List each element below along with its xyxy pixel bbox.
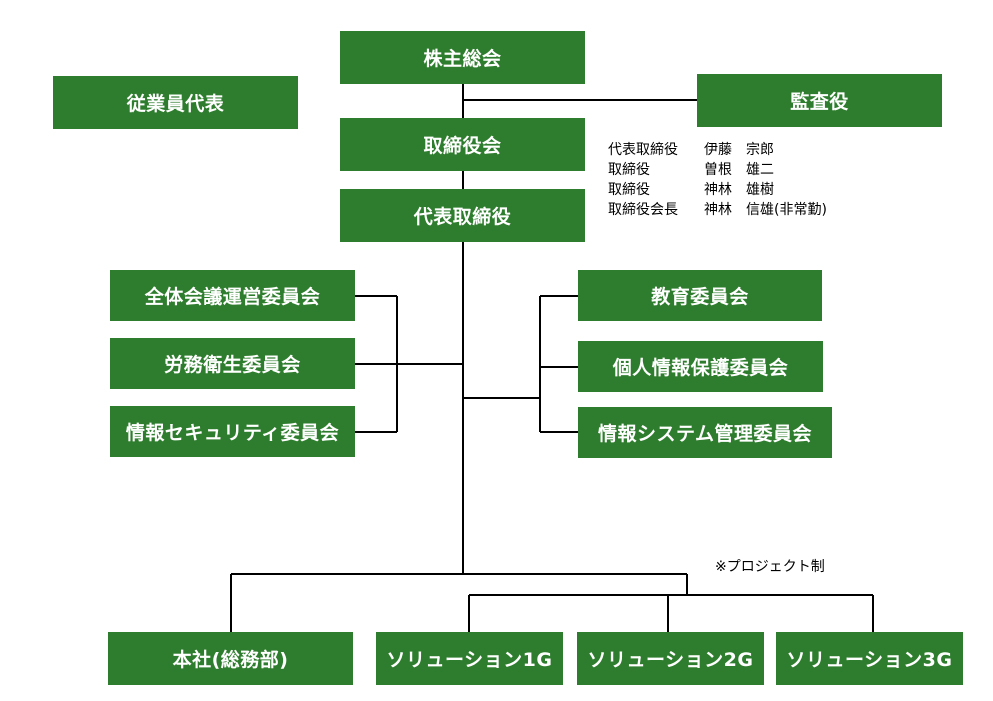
head-office-box: 本社(総務部) [108, 632, 353, 685]
infosec-committee-label: 情報セキュリティ委員会 [125, 422, 340, 444]
labor-health-committee-box: 労務衛生委員会 [110, 338, 355, 389]
board-of-directors-box: 取締役会 [340, 118, 585, 171]
solution-3g-label: ソリューション3G [786, 649, 953, 671]
director-title: 取締役 [608, 162, 650, 178]
representative-director-label: 代表取締役 [413, 206, 512, 228]
solution-2g-label: ソリューション2G [587, 649, 754, 671]
director-name: 曽根 雄二 [704, 162, 774, 178]
infosec-committee-box: 情報セキュリティ委員会 [110, 406, 355, 457]
director-name: 伊藤 宗郎 [704, 142, 774, 158]
director-title: 代表取締役 [608, 142, 678, 158]
solution-2g-box: ソリューション2G [577, 632, 764, 685]
director-row: 取締役 曽根 雄二 [608, 160, 827, 180]
director-row: 取締役会長 神林 信雄(非常勤) [608, 200, 827, 220]
director-name: 神林 雄樹 [704, 182, 774, 198]
shareholders-meeting-label: 株主総会 [423, 48, 502, 70]
director-name: 神林 信雄(非常勤) [704, 202, 827, 218]
board-of-directors-label: 取締役会 [423, 135, 502, 157]
shareholders-meeting-box: 株主総会 [340, 31, 585, 84]
solution-1g-box: ソリューション1G [376, 632, 563, 685]
director-row: 代表取締役 伊藤 宗郎 [608, 140, 827, 160]
employee-representative-label: 従業員代表 [126, 93, 225, 115]
infosys-committee-box: 情報システム管理委員会 [578, 407, 832, 458]
solution-1g-label: ソリューション1G [386, 649, 553, 671]
director-list: 代表取締役 伊藤 宗郎 取締役 曽根 雄二 取締役 神林 雄樹 取締役会長 神林… [608, 140, 827, 220]
general-meeting-committee-label: 全体会議運営委員会 [144, 286, 321, 308]
education-committee-label: 教育委員会 [651, 286, 749, 308]
project-note: ※プロジェクト制 [715, 559, 825, 575]
representative-director-box: 代表取締役 [340, 189, 585, 242]
privacy-committee-box: 個人情報保護委員会 [578, 341, 823, 392]
labor-health-committee-label: 労務衛生委員会 [164, 354, 301, 376]
privacy-committee-label: 個人情報保護委員会 [612, 357, 789, 379]
education-committee-box: 教育委員会 [578, 270, 822, 321]
director-title: 取締役 [608, 182, 650, 198]
auditor-label: 監査役 [790, 91, 849, 113]
employee-representative-box: 従業員代表 [53, 76, 298, 129]
auditor-box: 監査役 [697, 74, 942, 127]
general-meeting-committee-box: 全体会議運営委員会 [110, 270, 355, 321]
director-row: 取締役 神林 雄樹 [608, 180, 827, 200]
director-title: 取締役会長 [608, 202, 678, 218]
infosys-committee-label: 情報システム管理委員会 [598, 423, 812, 445]
solution-3g-box: ソリューション3G [776, 632, 963, 685]
head-office-label: 本社(総務部) [172, 649, 289, 671]
